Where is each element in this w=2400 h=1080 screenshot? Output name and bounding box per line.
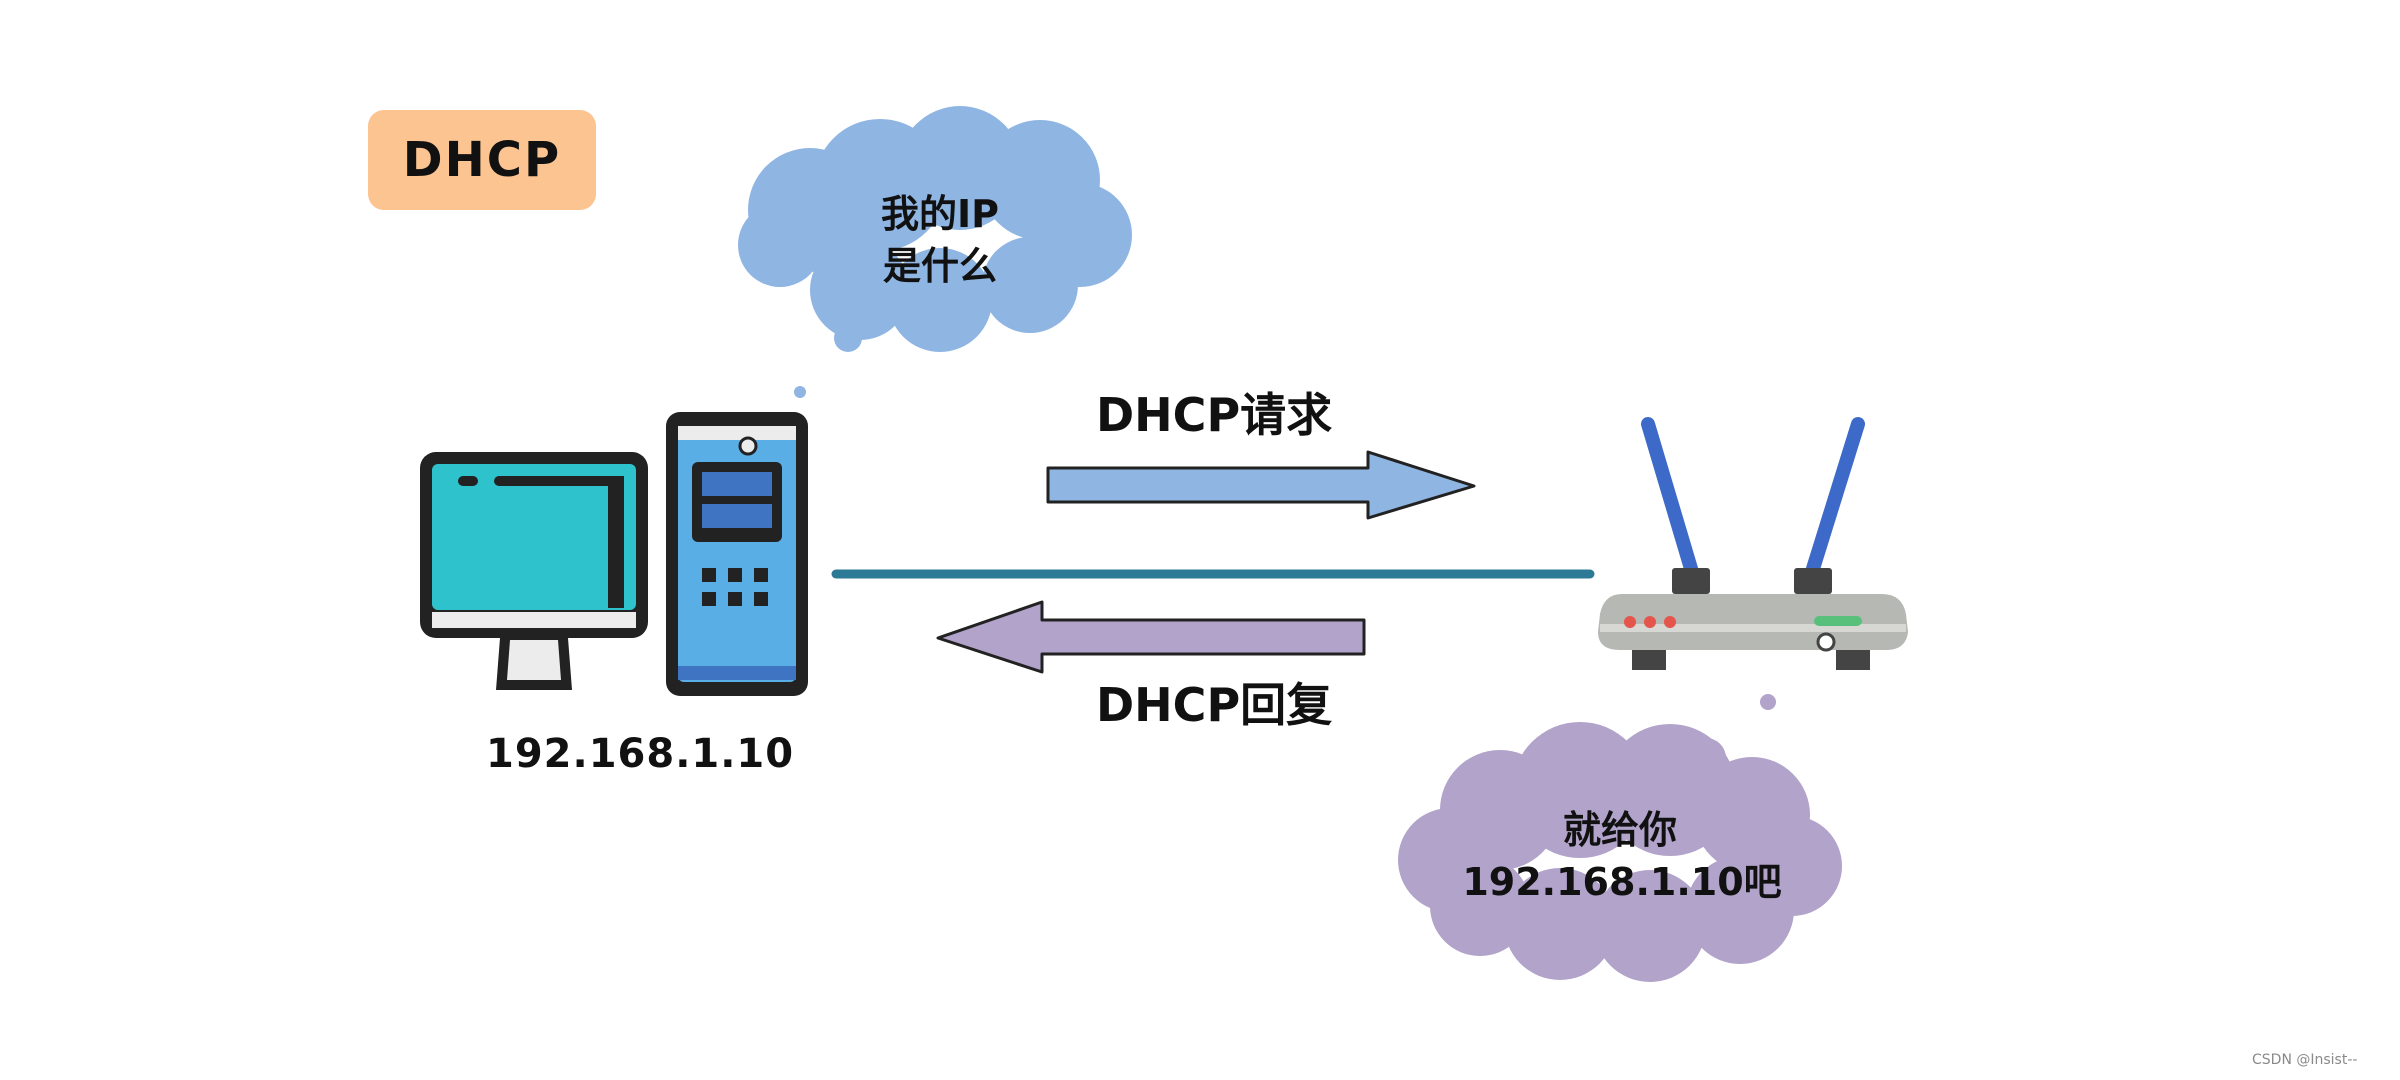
reply-arrow	[936, 600, 1366, 674]
request-label: DHCP请求	[1096, 388, 1333, 442]
client-thought-cloud	[738, 106, 1132, 398]
client-ip-label: 192.168.1.10	[486, 731, 795, 777]
router-icon	[1598, 417, 1908, 670]
server-reply-cloud	[1398, 694, 1842, 982]
client-thought-line1: 我的IP	[881, 192, 999, 236]
reply-label: DHCP回复	[1096, 678, 1333, 732]
watermark: CSDN @Insist--	[2252, 1052, 2358, 1068]
server-reply-line2: 192.168.1.10吧	[1462, 860, 1782, 904]
title-badge: DHCP	[368, 110, 596, 210]
request-arrow	[1046, 450, 1476, 520]
server-reply-line1: 就给你	[1562, 808, 1677, 852]
title-text: DHCP	[402, 132, 562, 188]
client-thought-line2: 是什么	[882, 244, 997, 288]
tower-icon	[666, 412, 808, 696]
monitor-icon	[420, 452, 648, 690]
